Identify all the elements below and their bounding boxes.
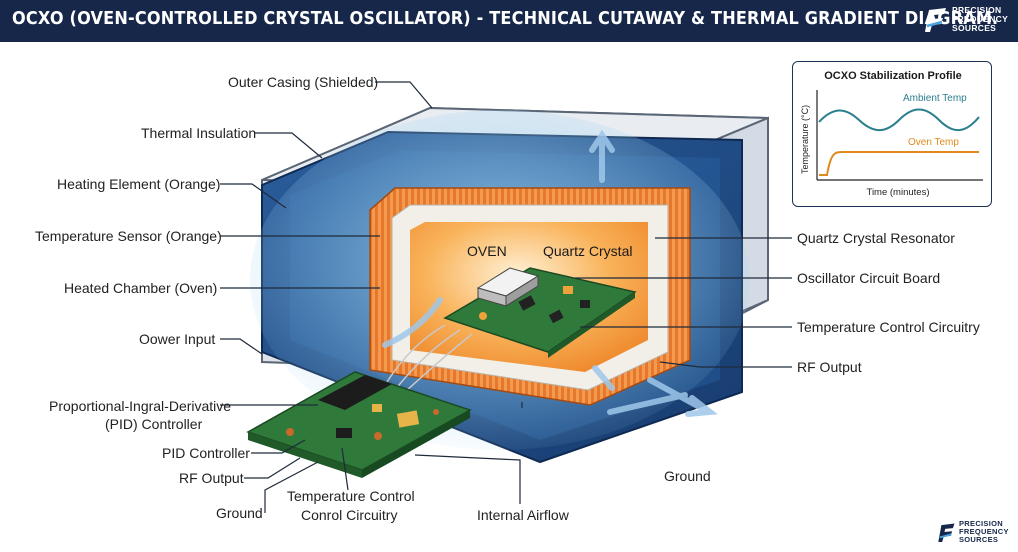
- title-bar: OCXO (OVEN-CONTROLLED CRYSTAL OSCILLATOR…: [0, 0, 1018, 42]
- inset-y-label: Temperature (°C): [800, 105, 810, 174]
- inset-x-label: Time (minutes): [867, 187, 930, 198]
- legend-ambient: Ambient Temp: [903, 93, 967, 104]
- label-quartz-crystal: Quartz Crystal: [543, 243, 632, 259]
- airflow-arrows: [382, 129, 718, 417]
- label-temp-control-line-2: Conrol Circuitry: [301, 507, 397, 523]
- label-oscillator-board: Oscillator Circuit Board: [797, 270, 940, 286]
- logo-line-3: SOURCES: [952, 22, 997, 33]
- footer-logo-line-1: PRECISION: [959, 519, 1003, 528]
- legend-oven: Oven Temp: [908, 137, 959, 148]
- label-temperature-sensor: Temperature Sensor (Orange): [35, 228, 222, 244]
- label-outer-casing: Outer Casing (Shielded): [228, 74, 378, 90]
- label-temp-control-circuitry-right: Temperature Control Circuitry: [797, 319, 980, 335]
- stabilization-profile-inset: OCXO Stabilization Profile Temperature (…: [792, 61, 992, 207]
- label-internal-airflow: Internal Airflow: [477, 507, 570, 523]
- label-pid-line-2: (PID) Controller: [105, 416, 203, 432]
- label-power-input: Oower Input: [139, 331, 215, 347]
- label-ground-left: Ground: [216, 505, 263, 521]
- label-heated-chamber: Heated Chamber (Oven): [64, 280, 217, 296]
- brand-logo: PRECISION FREQUENCY SOURCES: [922, 4, 1008, 34]
- label-pid-controller: PID Controller: [162, 445, 250, 461]
- logo-mark-icon: [925, 8, 946, 32]
- label-oven: OVEN: [467, 243, 507, 259]
- footer-logo-line-3: SOURCES: [959, 535, 999, 544]
- ocxo-cutaway-diagram: Outer Casing (Shielded) Thermal Insulati…: [35, 74, 980, 523]
- leader-lines: [220, 81, 792, 513]
- label-thermal-insulation: Thermal Insulation: [141, 125, 256, 141]
- page-title: OCXO (OVEN-CONTROLLED CRYSTAL OSCILLATOR…: [12, 9, 999, 29]
- pid-controller-board: [246, 371, 472, 478]
- label-pid-line-1: Proportional-Ingral-Derivative: [49, 398, 231, 414]
- logo-line-1: PRECISION: [952, 4, 1002, 15]
- quartz-crystal-icon: [476, 267, 540, 307]
- inset-title: OCXO Stabilization Profile: [824, 70, 962, 82]
- label-quartz-resonator: Quartz Crystal Resonator: [797, 230, 955, 246]
- footer-logo-mark-icon: [938, 523, 955, 542]
- footer-brand-logo: PRECISION FREQUENCY SOURCES: [936, 520, 1009, 544]
- ambient-temp-line: [818, 108, 980, 132]
- oscillator-circuit-board: [443, 267, 637, 358]
- label-temp-control-line-1: Temperature Control: [287, 488, 415, 504]
- oven-temp-line: [819, 151, 979, 176]
- label-heating-element: Heating Element (Orange): [57, 176, 220, 192]
- logo-line-2: FREQUENCY: [952, 13, 1009, 24]
- label-ground-right: Ground: [664, 468, 711, 484]
- label-rf-output-right: RF Output: [797, 359, 862, 375]
- connection-wires: [384, 324, 473, 393]
- footer-logo-line-2: FREQUENCY: [959, 527, 1009, 536]
- label-rf-output-left: RF Output: [179, 470, 244, 486]
